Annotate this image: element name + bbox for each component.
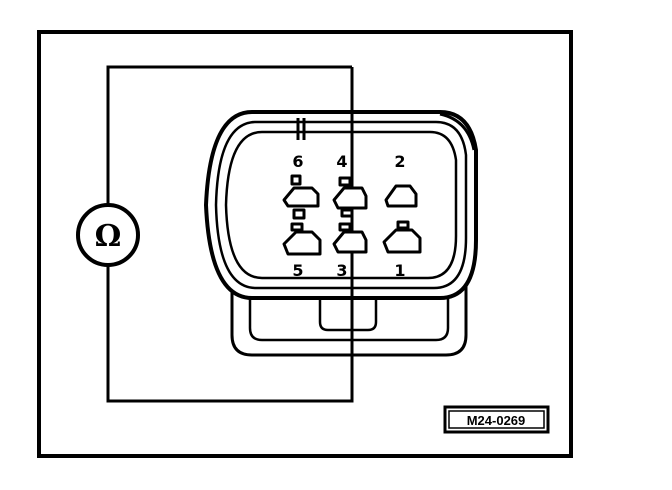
pin-label-4: 4 — [336, 152, 347, 171]
pin-3-terminal — [332, 222, 368, 254]
reference-code-box: M24-0269 — [443, 405, 550, 434]
pin-label-5: 5 — [292, 261, 303, 280]
pin-label-1: 1 — [394, 261, 405, 280]
pin-label-6: 6 — [292, 152, 303, 171]
pin-2-terminal — [384, 184, 418, 208]
pin-4-terminal — [332, 176, 368, 218]
pin-1-terminal — [382, 220, 422, 254]
pin-terminals — [282, 174, 422, 256]
pin-label-3: 3 — [336, 261, 347, 280]
reference-code: M24-0269 — [467, 413, 526, 428]
pin-5-terminal — [282, 222, 322, 256]
ohm-symbol: Ω — [95, 219, 122, 254]
outer-frame — [37, 30, 573, 458]
ohmmeter-icon: Ω — [76, 203, 140, 267]
pin-label-2: 2 — [394, 152, 405, 171]
pin-6-terminal — [282, 174, 320, 220]
